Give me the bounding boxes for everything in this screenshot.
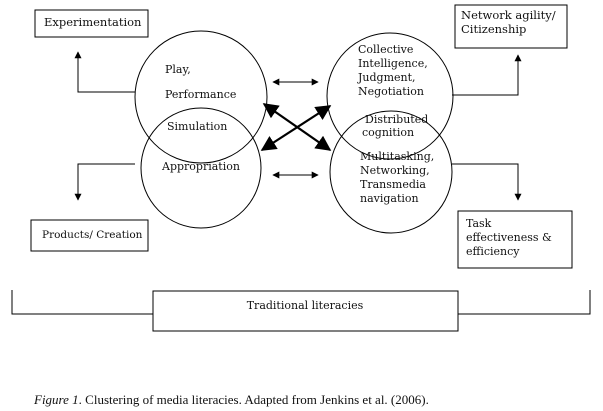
transmedia-label: Transmedia (360, 178, 426, 191)
distributed-label: Distributed (365, 113, 428, 126)
task-effectiveness-label-2: effectiveness & (466, 231, 552, 244)
products-creation-label: Products/ Creation (42, 229, 143, 241)
appropriation-label: Appropriation (161, 160, 240, 173)
traditional-literacies-label: Traditional literacies (247, 299, 364, 312)
appropriation-circle (140, 107, 262, 229)
bracket-left (11, 290, 153, 315)
to-products-arrow (74, 163, 135, 201)
play-performance-circle (134, 30, 268, 164)
play-label: Play, (165, 63, 191, 76)
caption-text: . Clustering of media literacies. Adapte… (79, 392, 429, 407)
networking-label: Networking, (360, 164, 430, 177)
simulation-label: Simulation (167, 120, 227, 133)
network-agility-label-1: Network agility/ (461, 8, 556, 22)
to-experimentation-arrow (74, 51, 135, 93)
intelligence-label: Intelligence, (358, 57, 428, 70)
network-agility-label-2: Citizenship (461, 22, 526, 36)
performance-label: Performance (165, 88, 236, 101)
network-agility-box (454, 4, 568, 49)
figure-caption: Figure 1. Clustering of media literacies… (33, 392, 429, 407)
task-effectiveness-label-3: efficiency (466, 245, 520, 258)
to-task-effectiveness-arrow (452, 163, 522, 201)
to-network-agility-arrow (452, 54, 522, 96)
task-effectiveness-label-1: Task (466, 217, 492, 230)
multitasking-label: Multitasking, (360, 150, 434, 163)
collective-intelligence-circle (326, 32, 454, 160)
cognition-label: cognition (362, 126, 414, 139)
products-creation-box (30, 219, 149, 252)
experimentation-label: Experimentation (44, 15, 142, 29)
bracket-right (458, 290, 591, 315)
task-effectiveness-box (457, 210, 573, 269)
experimentation-box (34, 9, 149, 38)
judgment-label: Judgment, (357, 71, 416, 84)
multitasking-circle (329, 110, 453, 234)
cross-arrow-up (260, 105, 332, 151)
caption-label: Figure 1 (33, 392, 79, 407)
collective-label: Collective (358, 43, 413, 56)
navigation-label: navigation (360, 192, 419, 205)
traditional-literacies-box (152, 290, 459, 332)
negotiation-label: Negotiation (358, 85, 424, 98)
